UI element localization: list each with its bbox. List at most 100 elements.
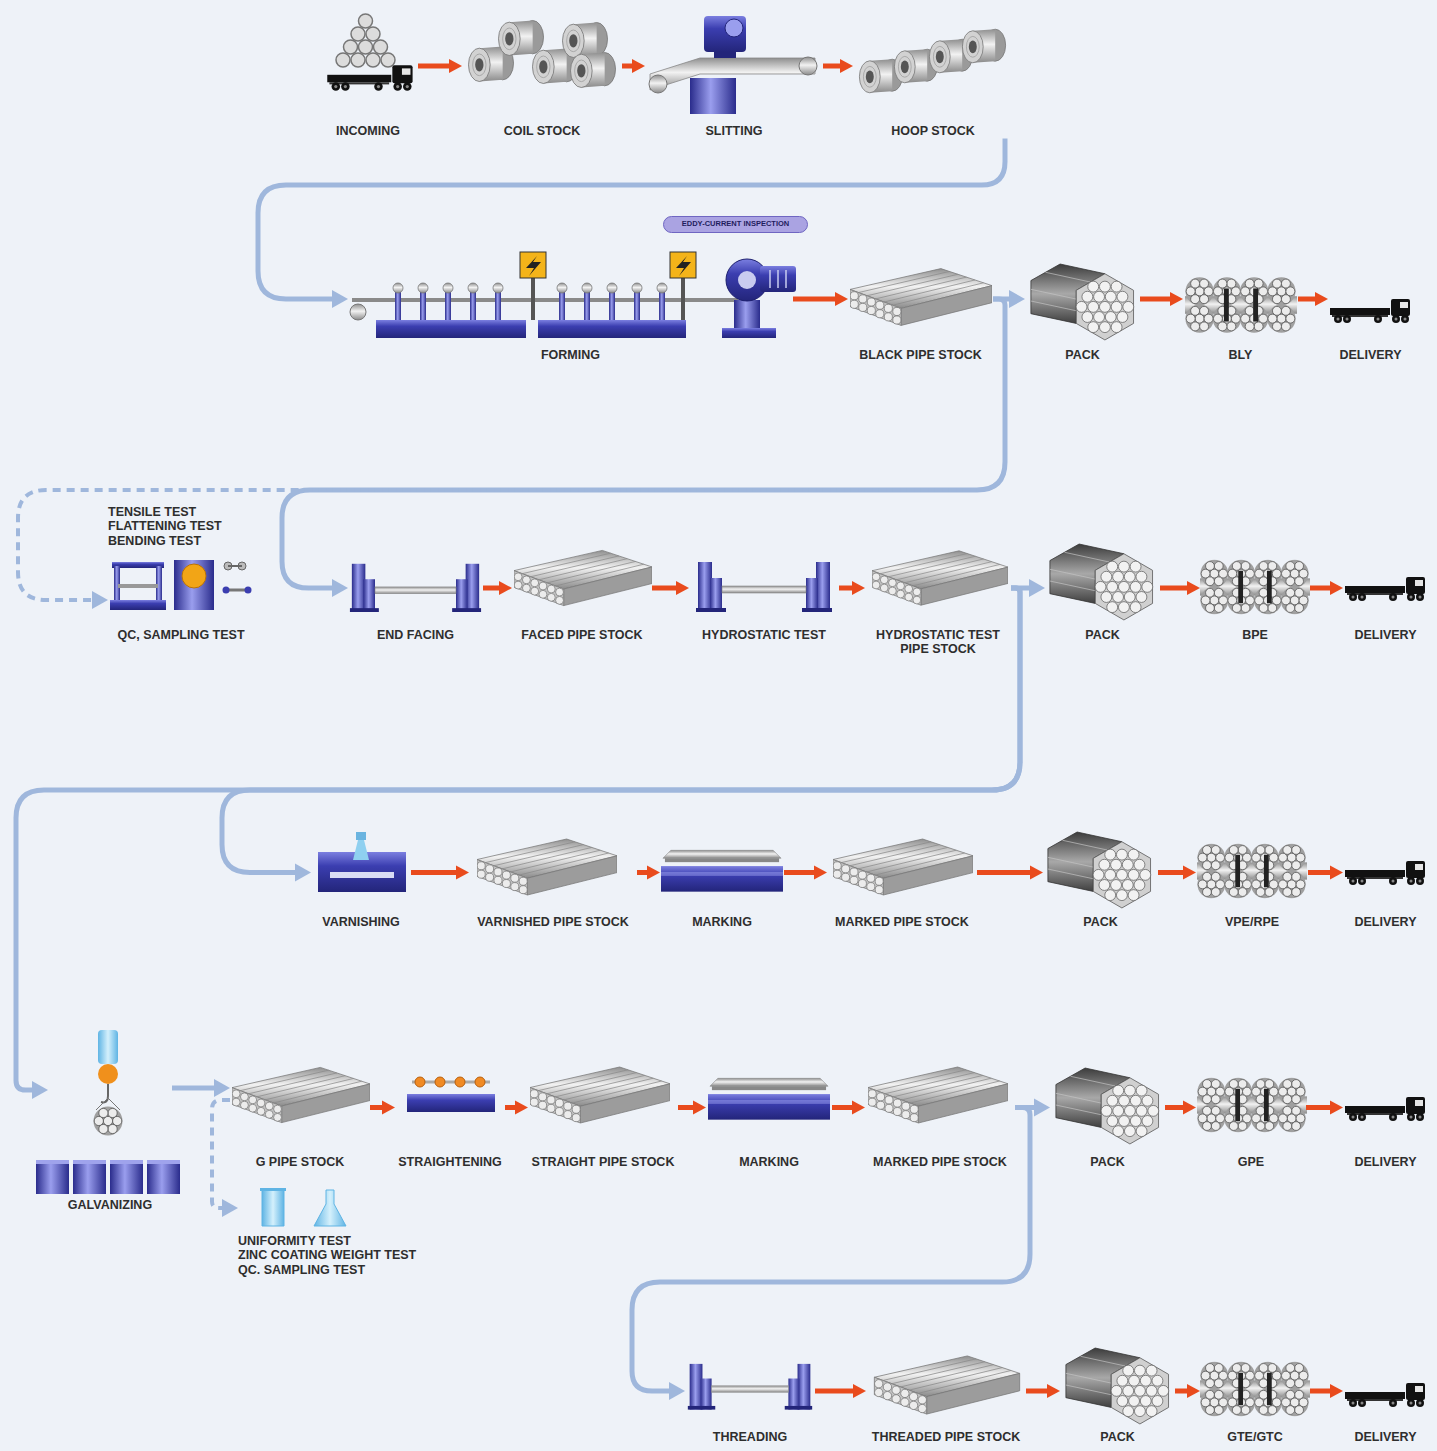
dashed-connector xyxy=(212,1100,238,1217)
step-label: MARKED PIPE STOCK xyxy=(835,915,969,929)
step-label: THREADED PIPE STOCK xyxy=(872,1430,1020,1444)
test-name: TENSILE TEST xyxy=(108,505,196,519)
flow-arrow xyxy=(1165,1101,1196,1115)
galvanizing-icon xyxy=(94,1107,123,1136)
icon-space xyxy=(750,1352,751,1430)
process-step: FACED PIPE STOCK xyxy=(512,548,652,642)
process-step: VPE/RPE xyxy=(1196,830,1308,929)
test-name: QC. SAMPLING TEST xyxy=(238,1263,365,1277)
icon-space xyxy=(764,548,765,628)
flow-arrow xyxy=(678,1101,706,1115)
icon-space xyxy=(946,1352,947,1430)
pack-icon xyxy=(1031,264,1134,340)
strapped-bundle-icon xyxy=(1197,844,1307,899)
flow-arrow xyxy=(637,866,660,880)
step-label: DELIVERY xyxy=(1354,1155,1416,1169)
process-step: GTE/GTC xyxy=(1200,1352,1310,1444)
arrow-head xyxy=(214,1079,230,1097)
process-step: THREADED PIPE STOCK xyxy=(866,1352,1026,1444)
flow-arrow xyxy=(258,138,1005,308)
delivery-truck-icon xyxy=(1345,1097,1425,1121)
galvanizing-icon xyxy=(98,1030,118,1064)
connector-line xyxy=(418,64,452,69)
arrow-head xyxy=(1330,1384,1343,1398)
forming-line xyxy=(520,252,546,278)
step-label: BLY xyxy=(1229,348,1253,362)
forming-line xyxy=(670,252,696,278)
icon-space xyxy=(933,8,934,124)
qc-test-icon xyxy=(118,584,158,588)
process-step: DELIVERY xyxy=(1343,1060,1428,1169)
arrow-head xyxy=(1315,292,1328,306)
galvanizing-icon xyxy=(110,1160,143,1164)
badge-label: EDDY-CURRENT INSPECTION xyxy=(682,220,790,229)
arrow-head xyxy=(515,1101,528,1115)
flow-arrow xyxy=(370,1101,395,1115)
galvanizing-icon xyxy=(36,1160,69,1194)
icon-space xyxy=(553,830,554,915)
icon-space xyxy=(1240,250,1241,348)
varnishing-icon xyxy=(318,832,406,892)
slitting-icon xyxy=(704,16,746,52)
lab-glassware-icon xyxy=(260,1188,286,1191)
slitting-icon xyxy=(690,78,736,114)
flow-arrow xyxy=(622,59,645,73)
connector-line xyxy=(832,1105,855,1110)
process-step: DELIVERY xyxy=(1343,548,1428,642)
connector-line xyxy=(784,870,817,875)
flow-arrow xyxy=(1158,866,1196,880)
step-label: HOOP STOCK xyxy=(891,124,975,138)
lab-glassware-icon xyxy=(260,1188,346,1226)
connector-line xyxy=(172,1086,217,1091)
connector-line xyxy=(1310,586,1333,591)
icon-space xyxy=(181,548,182,628)
icon-space xyxy=(1252,830,1253,915)
icon-space xyxy=(450,1060,451,1155)
step-label: HYDROSTATIC TEST PIPE STOCK xyxy=(865,628,1011,657)
lab-glassware-icon xyxy=(314,1190,346,1226)
process-step: GPE xyxy=(1196,1060,1306,1169)
step-label: GALVANIZING xyxy=(68,1198,152,1212)
pack-icon xyxy=(1031,264,1169,1424)
forming-line xyxy=(376,320,526,338)
step-label: PACK xyxy=(1083,915,1118,929)
arrow-head xyxy=(1330,581,1343,595)
inspection-badge: EDDY-CURRENT INSPECTION xyxy=(663,216,808,233)
delivery-truck-icon xyxy=(1345,577,1425,601)
forming-line xyxy=(777,270,779,288)
lab-glassware-icon xyxy=(262,1190,284,1226)
qc-test-icon xyxy=(245,587,252,594)
galvanizing-icon xyxy=(73,1160,106,1164)
qc-test-icon xyxy=(223,587,230,594)
incoming-icon xyxy=(327,14,412,91)
machine-icon xyxy=(696,562,832,612)
arrow-head xyxy=(222,1199,238,1217)
arrow-head xyxy=(1047,1384,1060,1398)
delivery-truck-icon xyxy=(1345,1383,1425,1407)
step-label: FACED PIPE STOCK xyxy=(521,628,642,642)
icon-space xyxy=(415,548,416,628)
flow-arrow xyxy=(172,1079,230,1097)
connector-line xyxy=(1310,1389,1333,1394)
step-label: STRAIGHT PIPE STOCK xyxy=(532,1155,675,1169)
icon-space xyxy=(1082,250,1083,348)
forming-line xyxy=(538,320,686,338)
pipe-stock-icon xyxy=(868,1067,1008,1123)
connector-line xyxy=(18,299,1005,600)
flow-arrow xyxy=(505,1101,528,1115)
process-step: STRAIGHTENING xyxy=(395,1060,505,1169)
delivery-truck-icon xyxy=(1330,299,1410,323)
arrow-head xyxy=(1009,290,1025,308)
galvanizing-icon xyxy=(36,1160,180,1164)
hoop-stock-icon xyxy=(859,29,1005,93)
flow-arrow xyxy=(793,292,848,306)
forming-line xyxy=(722,328,776,338)
machine-icon xyxy=(688,1364,812,1410)
step-label: DELIVERY xyxy=(1354,628,1416,642)
process-step: HYDROSTATIC TEST PIPE STOCK xyxy=(865,548,1011,657)
pipe-stock-icon xyxy=(850,269,992,326)
connector-line xyxy=(652,586,679,591)
incoming-icon xyxy=(366,53,380,67)
varnishing-icon xyxy=(330,872,394,878)
strapped-bundle-icon xyxy=(1197,1078,1307,1133)
